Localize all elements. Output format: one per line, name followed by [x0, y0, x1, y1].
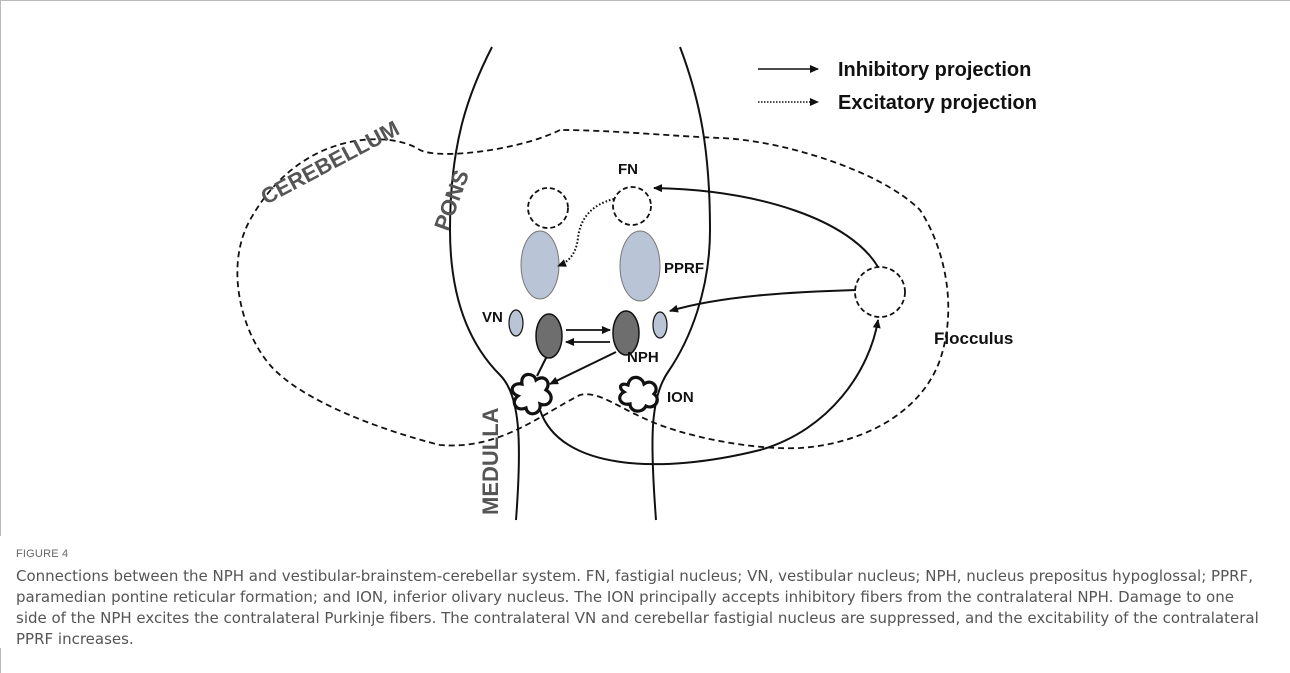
ion-label: ION [667, 389, 694, 406]
flocculus-to-fn-arrow [654, 188, 878, 267]
cerebellum-outline [237, 130, 948, 448]
nph-left [536, 314, 562, 358]
ion-right [620, 377, 658, 411]
fastigial-nucleus-left [528, 188, 568, 228]
brainstem-right-edge [652, 47, 710, 520]
pons-label: PONS [429, 167, 474, 234]
cerebellum-label: CEREBELLUM [257, 116, 404, 210]
nph-to-ion-arrow [550, 352, 616, 384]
pprf-right [620, 231, 660, 301]
vn-left [509, 310, 523, 336]
nph-label: NPH [627, 349, 659, 366]
fn-label: FN [618, 161, 638, 178]
fastigial-nucleus-right [613, 187, 651, 225]
medulla-label: MEDULLA [478, 407, 503, 515]
nph-left-to-ion-line [537, 358, 546, 376]
vn-right [653, 312, 667, 338]
figure-frame-tick [0, 648, 1, 673]
figure-number: FIGURE 4 [16, 548, 68, 560]
ion-left [512, 374, 551, 413]
legend-excitatory-label: Excitatory projection [838, 92, 1037, 114]
figure-caption: Connections between the NPH and vestibul… [16, 566, 1266, 650]
legend-inhibitory-label: Inhibitory projection [838, 59, 1031, 81]
fn-to-pprf-excitatory-arrow [558, 199, 614, 266]
flocculus [855, 267, 905, 317]
vn-label: VN [482, 309, 503, 326]
flocculus-label: Flocculus [934, 329, 1013, 348]
pprf-label: PPRF [664, 260, 704, 277]
pprf-left [521, 231, 559, 299]
brainstem-diagram: Inhibitory projection Excitatory project… [0, 0, 1290, 540]
legend: Inhibitory projection Excitatory project… [758, 59, 1037, 114]
